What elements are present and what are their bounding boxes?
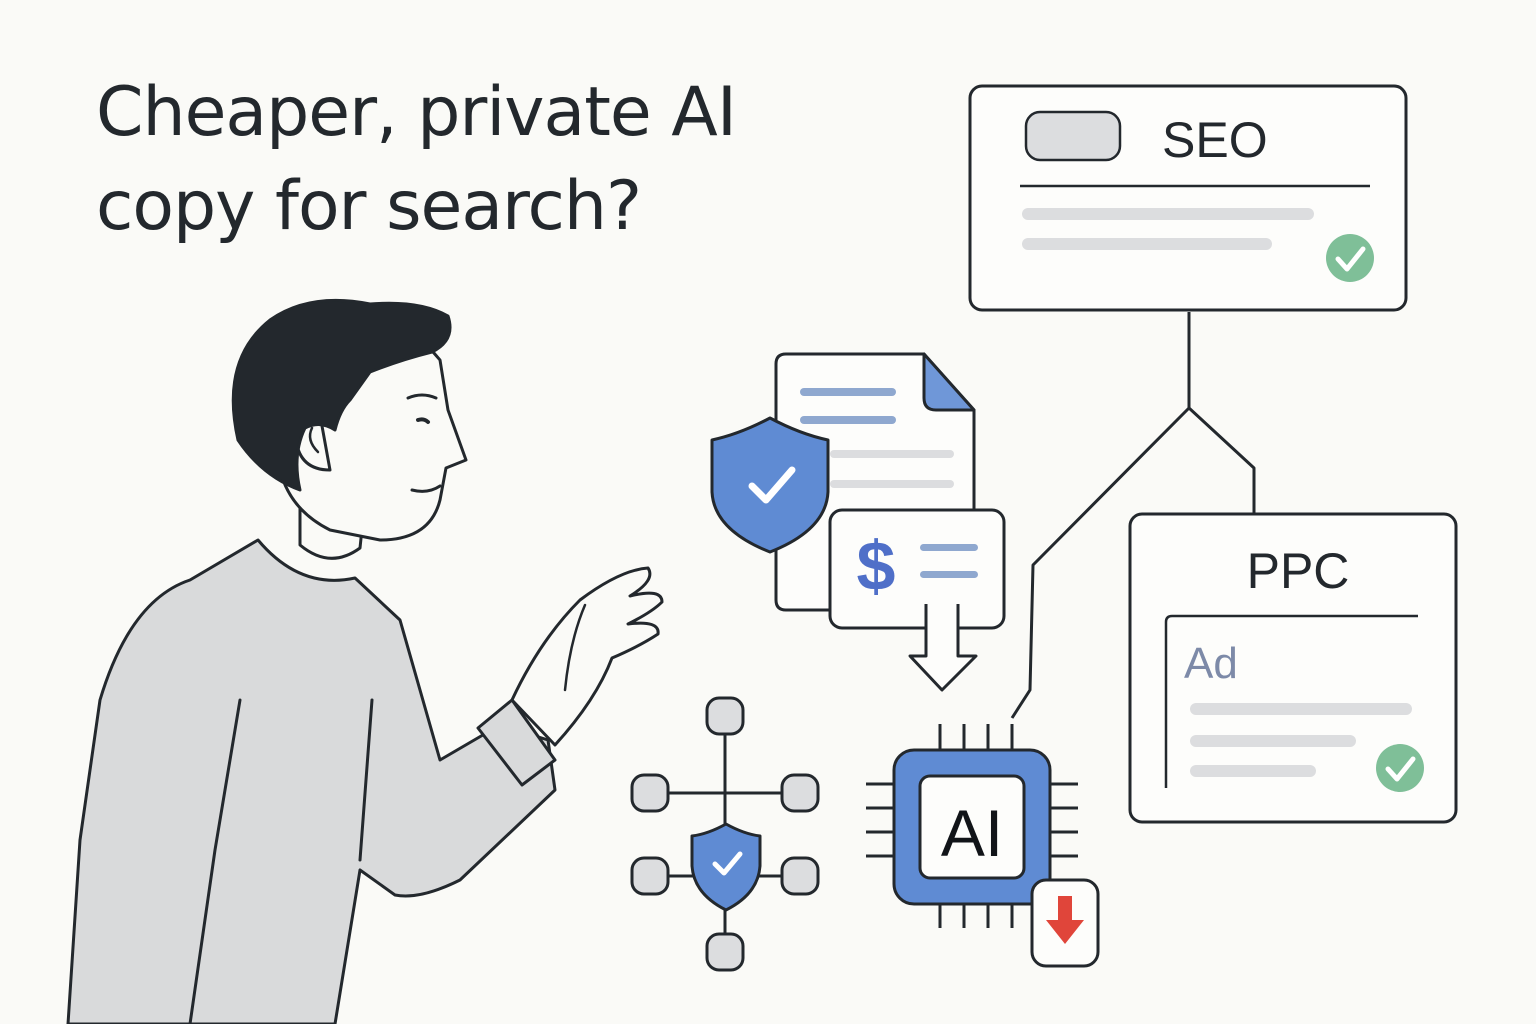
down-arrow-icon — [1046, 896, 1084, 944]
connector-lines — [1010, 312, 1256, 719]
sweater — [66, 538, 557, 1024]
seo-line-2 — [1022, 238, 1272, 250]
hand — [510, 566, 664, 747]
ai-chip-icon — [866, 724, 1078, 928]
ppc-line-3 — [1190, 765, 1316, 777]
seo-card: SEO — [968, 84, 1408, 312]
ppc-ad-label: Ad — [1184, 639, 1238, 688]
ppc-card-title: PPC — [1247, 543, 1350, 599]
seo-card-pill — [1024, 110, 1122, 162]
seo-card-title: SEO — [1162, 112, 1268, 168]
headline-line-2: copy for search? — [96, 167, 642, 246]
down-arrow-icon — [908, 604, 978, 692]
shield-check-icon — [710, 416, 830, 554]
chip-label: AI — [941, 796, 1003, 870]
seo-line-1 — [1022, 208, 1314, 220]
ppc-line-1 — [1190, 703, 1412, 715]
check-circle-icon — [1326, 234, 1374, 282]
invoice-card: $ — [828, 508, 1006, 630]
cost-down-badge — [1030, 878, 1100, 968]
headline: Cheaper, private AI copy for search? — [96, 66, 737, 254]
headline-line-1: Cheaper, private AI — [96, 73, 737, 152]
hair — [231, 298, 452, 492]
ppc-card: PPC Ad — [1128, 512, 1458, 824]
check-circle-icon — [1376, 744, 1424, 792]
person-illustration — [66, 298, 664, 1024]
network-shield-icon — [630, 696, 820, 972]
dollar-sign-icon: $ — [857, 527, 896, 605]
ppc-line-2 — [1190, 735, 1356, 747]
